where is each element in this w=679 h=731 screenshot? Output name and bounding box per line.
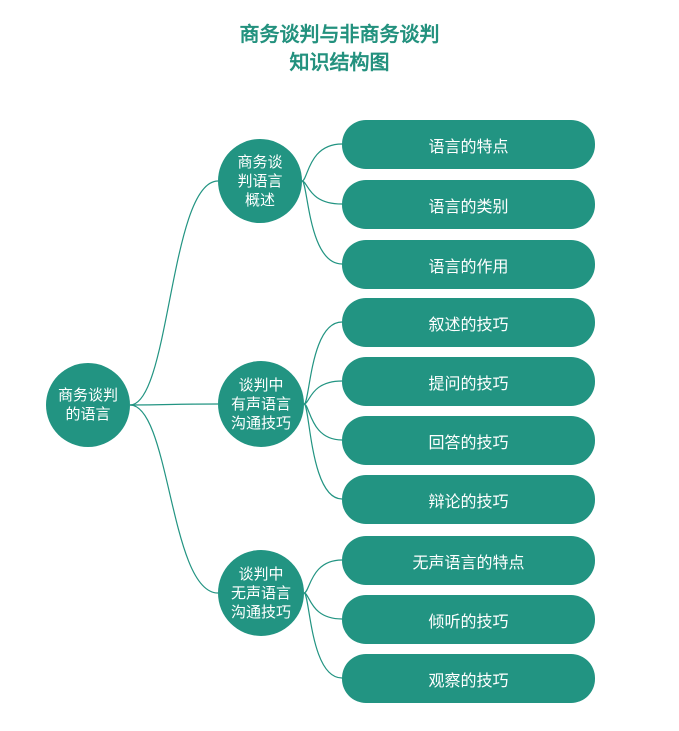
branch-node-language-overview[interactable]: 商务谈 判语言 概述 [218,139,302,223]
branch-node-line: 沟通技巧 [230,413,291,432]
branch-leaf-connector [301,180,343,265]
root-branch-connector [129,180,219,406]
branch-node-line: 谈判中 [238,564,284,583]
branch-leaf-connector [303,403,343,441]
leaf-node[interactable]: 语言的特点 [342,120,595,169]
branch-node-verbal-skills[interactable]: 谈判中 有声语言 沟通技巧 [218,361,304,447]
branch-leaf-connector [303,592,343,679]
leaf-node[interactable]: 回答的技巧 [342,416,595,465]
root-node[interactable]: 商务谈判 的语言 [46,363,130,447]
diagram-title-line-1: 商务谈判与非商务谈判 [239,22,440,46]
branch-leaf-connector [301,180,343,205]
leaf-node[interactable]: 无声语言的特点 [342,536,595,585]
leaf-node[interactable]: 叙述的技巧 [342,298,595,347]
leaf-node[interactable]: 辩论的技巧 [342,475,595,524]
branch-leaf-connector [301,143,343,182]
root-node-line: 的语言 [65,405,111,423]
leaf-node[interactable]: 语言的作用 [342,240,595,289]
root-branch-connector [129,403,219,406]
branch-node-line: 沟通技巧 [230,602,291,621]
branch-node-line: 有声语言 [230,394,291,413]
root-branch-connector [129,404,219,594]
branch-leaf-connector [303,559,343,594]
branch-node-line: 商务谈 [237,152,283,171]
root-node-label: 商务谈判 的语言 [58,386,118,424]
leaf-node[interactable]: 语言的类别 [342,180,595,229]
leaf-node[interactable]: 提问的技巧 [342,357,595,406]
branch-node-label: 商务谈 判语言 概述 [237,153,282,210]
branch-node-line: 概述 [244,190,275,209]
branch-node-line: 谈判中 [238,375,284,394]
branch-node-nonverbal-skills[interactable]: 谈判中 无声语言 沟通技巧 [218,550,304,636]
branch-node-label: 谈判中 无声语言 沟通技巧 [231,565,291,622]
branch-leaf-connector [303,380,343,405]
branch-node-line: 判语言 [237,171,283,190]
diagram-title-line-2: 知识结构图 [289,50,390,74]
branch-leaf-connector [303,403,343,500]
leaf-node[interactable]: 倾听的技巧 [342,595,595,644]
root-node-line: 商务谈判 [57,386,118,404]
leaf-node[interactable]: 观察的技巧 [342,654,595,703]
branch-leaf-connector [303,321,343,405]
branch-node-line: 无声语言 [230,583,291,602]
branch-node-label: 谈判中 有声语言 沟通技巧 [231,376,291,433]
